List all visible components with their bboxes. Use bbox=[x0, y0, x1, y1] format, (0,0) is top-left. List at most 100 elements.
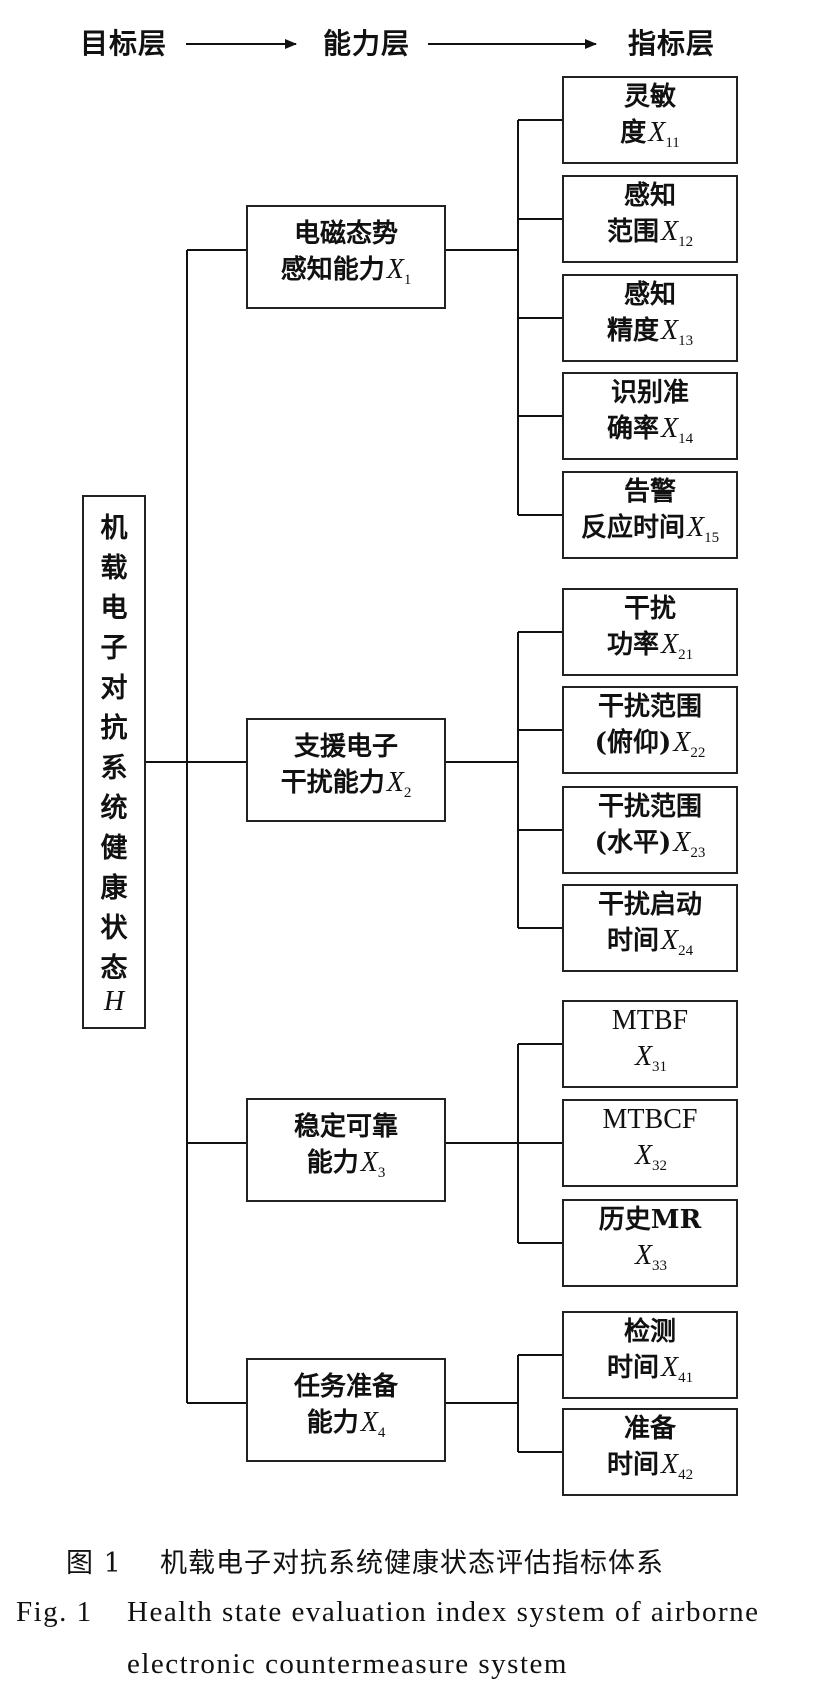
indicator-33-subscript: 33 bbox=[652, 1258, 668, 1274]
indicator-node-33: 历史MR X33 bbox=[562, 1199, 738, 1287]
root-char: 状 bbox=[100, 913, 128, 944]
indicator-42-line2: 时间 bbox=[606, 1450, 659, 1480]
indicator-13-line2: 精度 bbox=[606, 316, 659, 346]
root-char: 康 bbox=[100, 873, 128, 904]
capability-4-line2: 能力 bbox=[306, 1408, 359, 1438]
indicator-21-subscript: 21 bbox=[678, 647, 694, 663]
indicator-12-subscript: 12 bbox=[678, 234, 694, 250]
caption-zh-text: 机载电子对抗系统健康状态评估指标体系 bbox=[160, 1548, 664, 1579]
root-char: 对 bbox=[100, 673, 128, 704]
root-char: 机 bbox=[100, 513, 128, 544]
indicator-layer-label: 指标层 bbox=[628, 27, 716, 60]
indicator-24-line1: 干扰启动 bbox=[597, 890, 702, 920]
indicator-21-symbol: X bbox=[660, 629, 679, 660]
indicator-41-symbol: X bbox=[660, 1352, 679, 1383]
goal-layer-label: 目标层 bbox=[80, 27, 168, 60]
indicator-11-symbol: X bbox=[648, 117, 666, 148]
capability-3-symbol: X bbox=[360, 1147, 378, 1178]
indicator-23-subscript: 23 bbox=[690, 845, 706, 861]
root-char: 态 bbox=[100, 953, 128, 984]
indicator-32-symbol: X bbox=[634, 1140, 653, 1171]
indicator-24-line2: 时间 bbox=[606, 926, 659, 956]
capability-3-line1: 稳定可靠 bbox=[293, 1112, 398, 1142]
root-char: 子 bbox=[100, 633, 128, 664]
capability-node-4: 任务准备 能力X4 bbox=[246, 1358, 446, 1462]
indicator-11-subscript: 11 bbox=[665, 135, 680, 151]
indicator-15-subscript: 15 bbox=[704, 530, 720, 546]
capability-2-line2: 干扰能力 bbox=[280, 768, 385, 798]
capability-4-subscript: 4 bbox=[377, 1425, 386, 1441]
indicator-42-line1: 准备 bbox=[623, 1414, 676, 1444]
indicator-node-14: 识别准 确率X14 bbox=[562, 372, 738, 460]
caption-en-line1: Health state evaluation index system of … bbox=[127, 1596, 760, 1628]
indicator-11-line2: 度 bbox=[620, 118, 647, 148]
indicator-24-symbol: X bbox=[660, 925, 679, 956]
indicator-node-23: 干扰范围 (水平)X23 bbox=[562, 786, 738, 874]
indicator-23-line1: 干扰范围 bbox=[597, 792, 702, 822]
indicator-24-subscript: 24 bbox=[678, 943, 694, 959]
indicator-12-line2: 范围 bbox=[606, 217, 659, 247]
indicator-22-subscript: 22 bbox=[690, 745, 706, 761]
indicator-15-line1: 告警 bbox=[623, 477, 676, 507]
indicator-node-21: 干扰 功率X21 bbox=[562, 588, 738, 676]
indicator-14-subscript: 14 bbox=[678, 431, 694, 447]
capability-1-line2: 感知能力 bbox=[280, 255, 385, 285]
capability-2-symbol: X bbox=[386, 767, 404, 798]
indicator-22-line2: (俯仰) bbox=[594, 728, 672, 758]
root-char: 系 bbox=[100, 753, 128, 784]
caption-zh-label: 图 1 bbox=[66, 1548, 122, 1579]
indicator-node-15: 告警 反应时间X15 bbox=[562, 471, 738, 559]
indicator-13-symbol: X bbox=[660, 315, 679, 346]
indicator-13-subscript: 13 bbox=[678, 333, 694, 349]
indicator-33-symbol: X bbox=[634, 1240, 653, 1271]
capability-layer-label: 能力层 bbox=[323, 27, 411, 60]
indicator-node-12: 感知 范围X12 bbox=[562, 175, 738, 263]
indicator-31-symbol: X bbox=[634, 1041, 653, 1072]
indicator-node-32: MTBCF X32 bbox=[562, 1099, 738, 1187]
root-char: 电 bbox=[100, 593, 128, 624]
indicator-15-symbol: X bbox=[686, 512, 705, 543]
indicator-41-line2: 时间 bbox=[606, 1353, 659, 1383]
indicator-31-line1: MTBF bbox=[611, 1005, 689, 1036]
indicator-22-line1: 干扰范围 bbox=[597, 692, 702, 722]
indicator-node-13: 感知 精度X13 bbox=[562, 274, 738, 362]
indicator-12-symbol: X bbox=[660, 216, 679, 247]
root-char: 统 bbox=[100, 793, 128, 824]
indicator-23-line2: (水平) bbox=[594, 828, 672, 858]
capability-node-1: 电磁态势 感知能力X1 bbox=[246, 205, 446, 309]
capability-1-subscript: 1 bbox=[403, 272, 412, 288]
caption-en-label: Fig. 1 bbox=[16, 1596, 93, 1628]
caption-en-line2: electronic countermeasure system bbox=[127, 1648, 568, 1680]
capability-3-line2: 能力 bbox=[306, 1148, 359, 1178]
indicator-21-line2: 功率 bbox=[606, 630, 659, 660]
indicator-14-line1: 识别准 bbox=[610, 378, 689, 408]
indicator-31-subscript: 31 bbox=[652, 1059, 668, 1075]
capability-1-symbol: X bbox=[386, 254, 404, 285]
capability-1-line1: 电磁态势 bbox=[293, 219, 398, 249]
indicator-11-line1: 灵敏 bbox=[623, 82, 676, 112]
capability-2-line1: 支援电子 bbox=[293, 732, 398, 762]
indicator-node-24: 干扰启动 时间X24 bbox=[562, 884, 738, 972]
root-char: 载 bbox=[100, 553, 128, 584]
indicator-15-line2: 反应时间 bbox=[580, 513, 685, 543]
capability-node-3: 稳定可靠 能力X3 bbox=[246, 1098, 446, 1202]
indicator-32-subscript: 32 bbox=[652, 1158, 668, 1174]
indicator-41-subscript: 41 bbox=[678, 1370, 694, 1386]
indicator-22-symbol: X bbox=[673, 727, 691, 758]
indicator-42-subscript: 42 bbox=[678, 1467, 694, 1483]
indicator-42-symbol: X bbox=[660, 1449, 679, 1480]
capability-3-subscript: 3 bbox=[377, 1165, 386, 1181]
indicator-node-11: 灵敏 度X11 bbox=[562, 76, 738, 164]
indicator-32-line1: MTBCF bbox=[602, 1104, 698, 1135]
root-char: 健 bbox=[100, 833, 128, 864]
indicator-14-symbol: X bbox=[660, 413, 679, 444]
root-symbol: H bbox=[103, 986, 125, 1017]
indicator-node-22: 干扰范围 (俯仰)X22 bbox=[562, 686, 738, 774]
indicator-node-41: 检测 时间X41 bbox=[562, 1311, 738, 1399]
indicator-23-symbol: X bbox=[673, 827, 691, 858]
indicator-node-42: 准备 时间X42 bbox=[562, 1408, 738, 1496]
indicator-13-line1: 感知 bbox=[623, 280, 676, 310]
indicator-12-line1: 感知 bbox=[623, 181, 676, 211]
capability-4-line1: 任务准备 bbox=[293, 1372, 398, 1402]
